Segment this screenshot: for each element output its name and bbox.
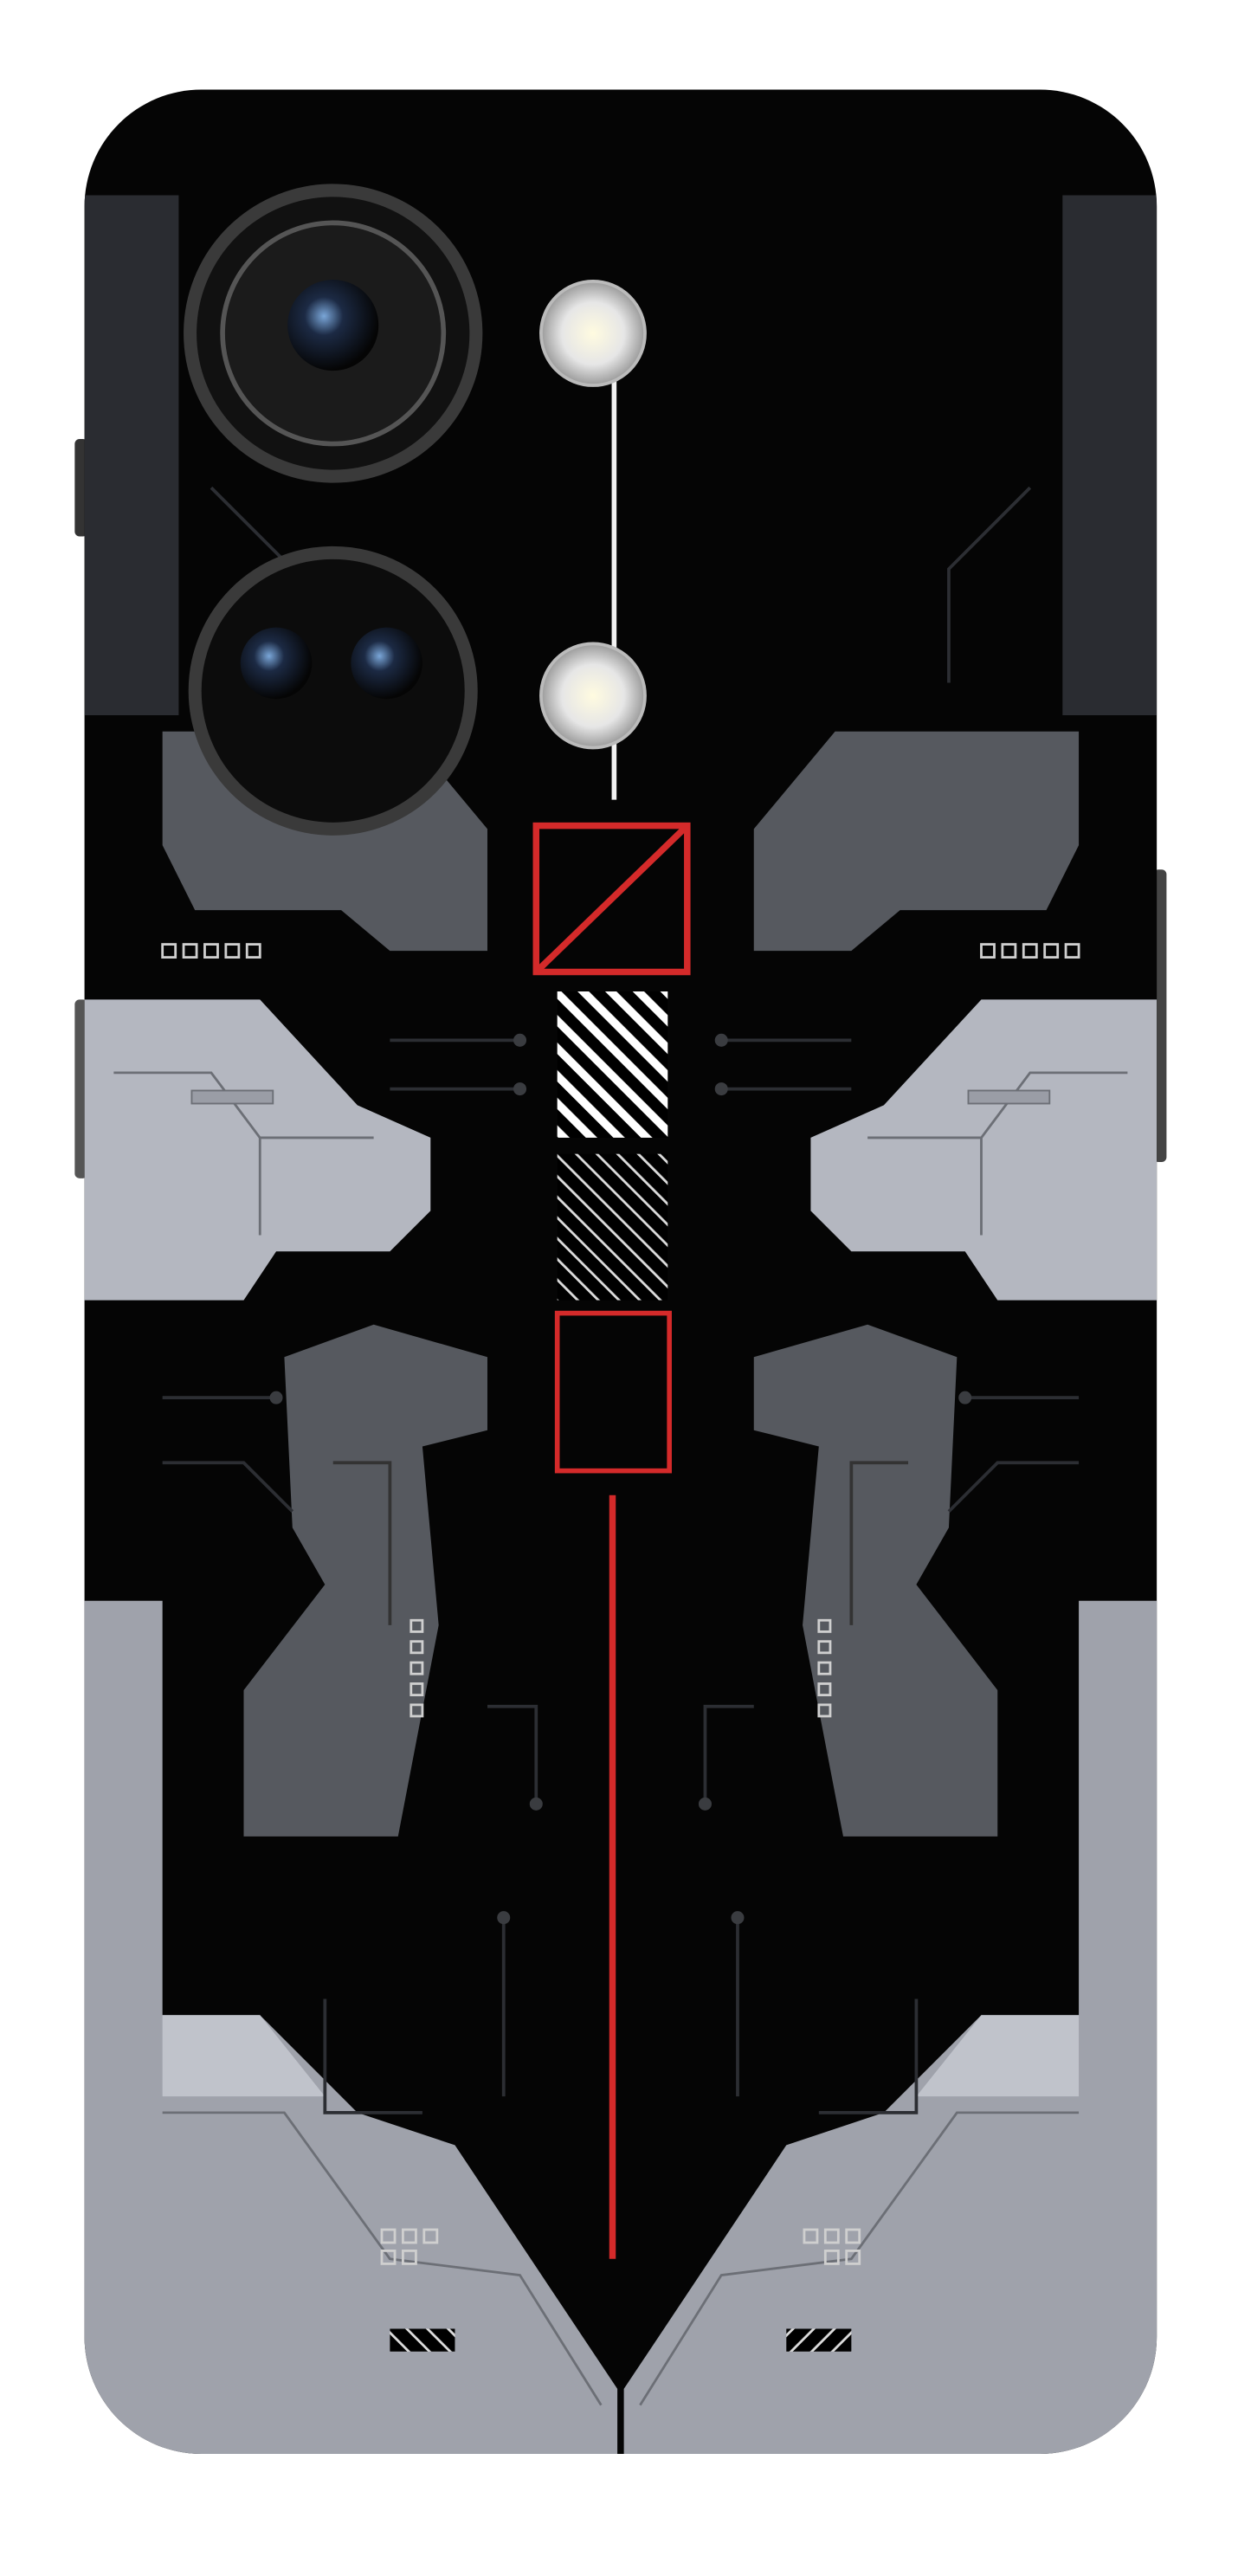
fine-hatched-square-icon (557, 1153, 668, 1301)
side-button-left-top (74, 438, 88, 537)
flash-light-icon (539, 280, 647, 387)
hatched-square-icon (557, 991, 668, 1138)
flash-light-icon-2 (539, 642, 647, 750)
secondary-camera-module-icon (188, 546, 478, 836)
main-camera-lens-icon (184, 184, 483, 483)
red-diagonal-square-icon (532, 822, 691, 976)
side-button-left (74, 999, 88, 1178)
red-outline-square-icon (554, 1310, 672, 1474)
